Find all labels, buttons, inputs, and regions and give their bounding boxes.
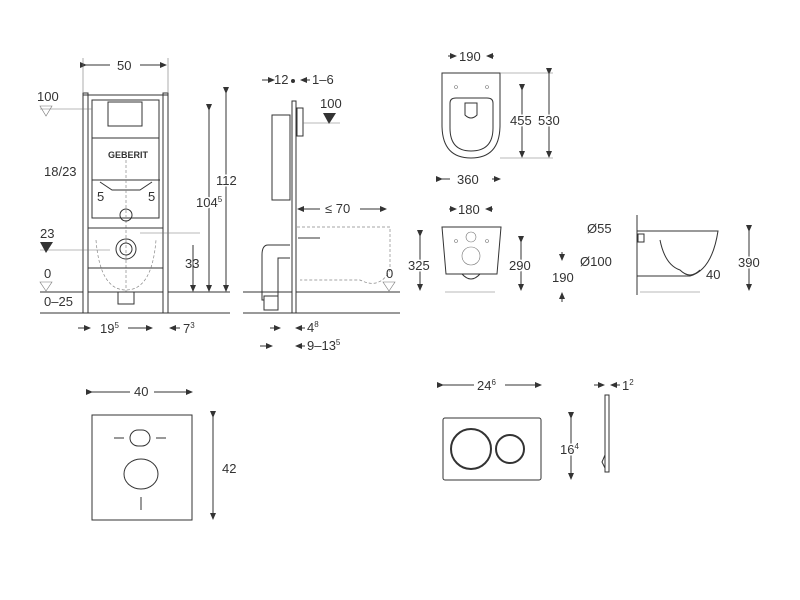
front-height-outer-label: 325: [408, 258, 430, 273]
offset-right-label: 5: [148, 189, 155, 204]
pad-height-label: 42: [222, 461, 236, 476]
top-width-label: 360: [457, 172, 479, 187]
toilet-front-view: [441, 226, 502, 293]
height-inner-label: 1045: [196, 195, 223, 210]
total-length-label: 530: [538, 113, 560, 128]
level-top-label: 100: [37, 89, 59, 104]
flush-plate: [442, 417, 542, 481]
panel-gap-label: 1–6: [312, 72, 334, 87]
level-supply-label: 23: [40, 226, 54, 241]
seat-length-label: 455: [510, 113, 532, 128]
foot-depth-label: 48: [307, 320, 319, 335]
foot-offset-label: 195: [100, 321, 119, 336]
plate-thickness-label: 12: [622, 378, 634, 393]
wall-gap-label: 9–135: [307, 338, 341, 353]
frame-front-view: GEBERIT: [40, 92, 230, 314]
frame-side-view: [243, 100, 400, 314]
rim-offset-label: 40: [706, 267, 720, 282]
outlet-diameter-label: Ø100: [580, 254, 612, 269]
side-level-top-label: 100: [320, 96, 342, 111]
foot-width-label: 73: [183, 321, 195, 336]
drain-height-label: 33: [185, 256, 199, 271]
pad-width-label: 40: [134, 384, 148, 399]
flush-plate-side: [601, 394, 610, 473]
front-hole-spacing-label: 180: [458, 202, 480, 217]
toilet-top-view: [441, 72, 501, 159]
top-hole-spacing-label: 190: [459, 49, 481, 64]
side-depth-label: 12: [274, 72, 288, 87]
side-level-floor-label: 0: [386, 266, 393, 281]
toilet-side-view: [636, 215, 719, 295]
offset-left-label: 5: [97, 189, 104, 204]
front-height-inner-label: 290: [509, 258, 531, 273]
flush-valve-label: 18/23: [44, 164, 77, 179]
total-height-label: 390: [738, 255, 760, 270]
max-projection-label: ≤ 70: [325, 201, 350, 216]
level-floor-label: 0: [44, 266, 51, 281]
floor-adjust-label: 0–25: [44, 294, 73, 309]
brand-logo: GEBERIT: [108, 150, 149, 160]
inlet-diameter-label: Ø55: [587, 221, 612, 236]
height-total-label: 112: [216, 173, 237, 188]
outlet-height-label: 190: [552, 270, 574, 285]
plate-height-label: 164: [560, 442, 579, 457]
sound-pad: [91, 414, 193, 521]
plate-width-label: 246: [477, 378, 496, 393]
frame-width-label: 50: [117, 58, 131, 73]
